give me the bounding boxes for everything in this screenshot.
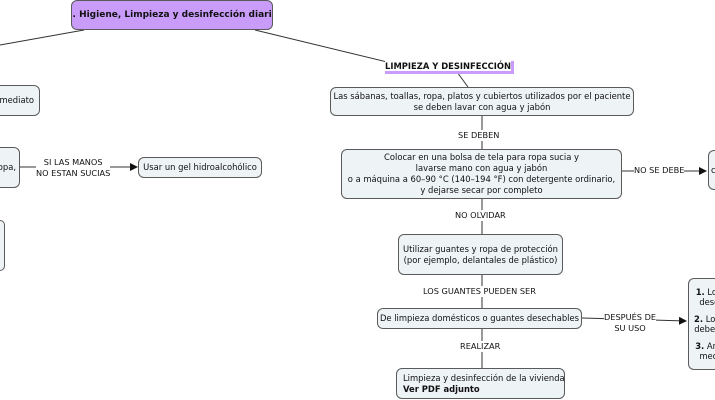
node-text: Colocar en una bolsa de tela para ropa s… [384,152,579,162]
link-despues: DESPUÉS DE SU USO [604,312,657,334]
node-text: y dejarse secar por completo [420,185,543,195]
section-title[interactable]: LIMPIEZA Y DESINFECCIÓN [385,61,515,74]
node-text: opa, [0,162,16,172]
node-text: Usar un gel hidroalcohólico [143,162,257,172]
link-text: SI LAS MANOS [43,157,103,167]
link-text: NO ESTAN SUCIAS [36,168,111,178]
link-realizar: REALIZAR [460,341,501,352]
node-left-inmediato[interactable]: amediato [0,85,40,116]
list-item: 3. Ar mec [694,341,715,361]
list-num: 3. [695,341,705,352]
list-num: 2. [694,313,704,324]
node-text: lavarse mano con agua y jabón [415,163,548,173]
node-left-partial[interactable] [0,220,5,271]
node-text: De limpieza domésticos o guantes desecha… [379,313,580,323]
node-text: se deben lavar con agua y jabón [413,101,551,112]
link-text: DESPUÉS DE [604,312,657,322]
root-node[interactable]: 7. Higiene, Limpieza y desinfección diar… [71,0,273,30]
link-no-se-debe: NO SE DEBE [634,165,685,176]
link-no-olvidar: NO OLVIDAR [455,210,506,221]
link-se-deben: SE DEBEN [458,130,500,141]
root-title: 7. Higiene, Limpieza y desinfección diar… [71,9,273,20]
node-sabanas[interactable]: Las sábanas, toallas, ropa, platos y cub… [330,87,634,116]
node-text: (por ejemplo, delantales de plástico) [403,254,558,265]
link-guantes-pueden: LOS GUANTES PUEDEN SER [423,286,536,297]
node-utilizar[interactable]: Utilizar guantes y ropa de protección (p… [398,234,563,275]
list-text: mec [699,351,715,362]
node-text: amediato [0,95,34,105]
node-left-ropa[interactable]: opa, [0,147,20,188]
list-text: debe [694,323,715,334]
node-text: c [711,165,715,176]
node-gel[interactable]: Usar un gel hidroalcohólico [138,157,262,178]
node-vivienda[interactable]: Limpieza y desinfección de la vivienda V… [396,368,565,399]
link-si-manos: SI LAS MANOS NO ESTAN SUCIAS [36,157,111,179]
node-colocar[interactable]: Colocar en una bolsa de tela para ropa s… [341,149,622,199]
list-num: 1. [695,286,705,297]
list-text: Lo [705,313,715,324]
node-guantes[interactable]: De limpieza domésticos o guantes desecha… [377,308,582,329]
list-text: Ar [706,341,715,352]
list-text: desc [699,296,715,307]
link-text: SU USO [614,323,646,333]
list-text: Lo [707,286,715,297]
node-text: Utilizar guantes y ropa de protección [403,243,558,254]
node-text: Limpieza y desinfección de la vivienda [403,372,565,383]
list-item: 1. Lo desc [694,287,715,307]
node-right-partial[interactable]: c [708,150,715,190]
node-text: o a máquina a 60–90 °C (140–194 °F) con … [347,174,616,184]
pdf-link[interactable]: Ver PDF adjunto [403,383,480,394]
node-text: Las sábanas, toallas, ropa, platos y cub… [333,90,631,101]
